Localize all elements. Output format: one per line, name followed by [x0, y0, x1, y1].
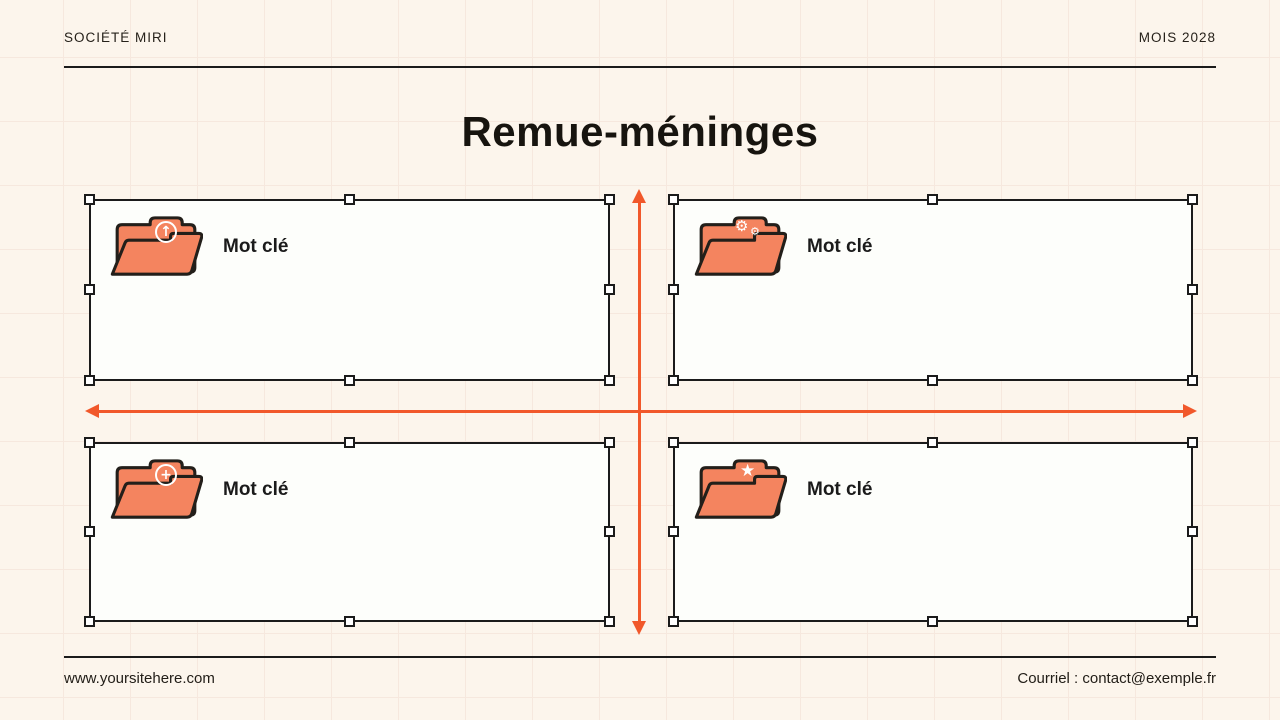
email-link[interactable]: Courriel : contact@exemple.fr	[1017, 670, 1216, 687]
quadrant-box-bottom-left[interactable]: + Mot clé	[84, 437, 615, 627]
company-name: SOCIÉTÉ MIRI	[64, 29, 168, 45]
axis-arrowhead-down-icon	[632, 621, 646, 635]
resize-handle-w[interactable]	[84, 526, 95, 537]
resize-handle-se[interactable]	[604, 375, 615, 386]
folder-add-icon: +	[109, 457, 203, 523]
slide-footer: www.yoursitehere.com Courriel : contact@…	[64, 656, 1216, 720]
website-link[interactable]: www.yoursitehere.com	[64, 670, 215, 687]
resize-handle-n[interactable]	[927, 437, 938, 448]
resize-handle-e[interactable]	[604, 284, 615, 295]
axis-arrowhead-left-icon	[85, 404, 99, 418]
resize-handle-nw[interactable]	[668, 194, 679, 205]
resize-handle-ne[interactable]	[604, 437, 615, 448]
resize-handle-ne[interactable]	[1187, 437, 1198, 448]
resize-handle-s[interactable]	[343, 616, 355, 627]
resize-handle-se[interactable]	[604, 616, 615, 627]
axis-arrowhead-up-icon	[632, 189, 646, 203]
resize-handle-se[interactable]	[1187, 375, 1198, 386]
gear-small-badge-icon: ⚙	[750, 225, 760, 238]
period-label: MOIS 2028	[1138, 29, 1216, 45]
keyword-label: Mot clé	[223, 479, 289, 500]
resize-handle-e[interactable]	[1187, 526, 1198, 537]
folder-star-icon: ★	[693, 457, 787, 523]
resize-handle-w[interactable]	[84, 284, 95, 295]
resize-handle-w[interactable]	[668, 284, 679, 295]
quadrant-box-bottom-right[interactable]: ★ Mot clé	[668, 437, 1198, 627]
resize-handle-s[interactable]	[927, 616, 938, 627]
slide-header: SOCIÉTÉ MIRI MOIS 2028	[64, 0, 1216, 68]
folder-gears-icon: ⚙ ⚙	[693, 214, 787, 280]
resize-handle-e[interactable]	[1187, 284, 1198, 295]
page-title: Remue-méninges	[461, 108, 819, 155]
resize-handle-sw[interactable]	[84, 375, 95, 386]
resize-handle-n[interactable]	[927, 194, 938, 205]
resize-handle-nw[interactable]	[84, 194, 95, 205]
resize-handle-nw[interactable]	[668, 437, 679, 448]
gears-badge-icon: ⚙	[735, 217, 749, 235]
axis-arrowhead-right-icon	[1183, 404, 1197, 418]
quadrant-box-top-left[interactable]: ↑ Mot clé	[84, 194, 615, 386]
resize-handle-n[interactable]	[343, 194, 355, 205]
resize-handle-sw[interactable]	[84, 616, 95, 627]
resize-handle-sw[interactable]	[668, 616, 679, 627]
horizontal-axis-line	[85, 404, 1197, 418]
resize-handle-s[interactable]	[343, 375, 355, 386]
arrow-up-badge-icon: ↑	[155, 221, 177, 243]
resize-handle-ne[interactable]	[1187, 194, 1198, 205]
resize-handle-n[interactable]	[343, 437, 355, 448]
keyword-label: Mot clé	[223, 236, 289, 257]
resize-handle-se[interactable]	[1187, 616, 1198, 627]
resize-handle-sw[interactable]	[668, 375, 679, 386]
keyword-label: Mot clé	[807, 236, 873, 257]
folder-upload-icon: ↑	[109, 214, 203, 280]
star-badge-icon: ★	[740, 461, 756, 481]
quadrant-box-top-right[interactable]: ⚙ ⚙ Mot clé	[668, 194, 1198, 386]
resize-handle-s[interactable]	[927, 375, 938, 386]
vertical-axis-line	[632, 189, 646, 635]
plus-badge-icon: +	[155, 464, 177, 486]
resize-handle-w[interactable]	[668, 526, 679, 537]
resize-handle-nw[interactable]	[84, 437, 95, 448]
keyword-label: Mot clé	[807, 479, 873, 500]
resize-handle-ne[interactable]	[604, 194, 615, 205]
resize-handle-e[interactable]	[604, 526, 615, 537]
